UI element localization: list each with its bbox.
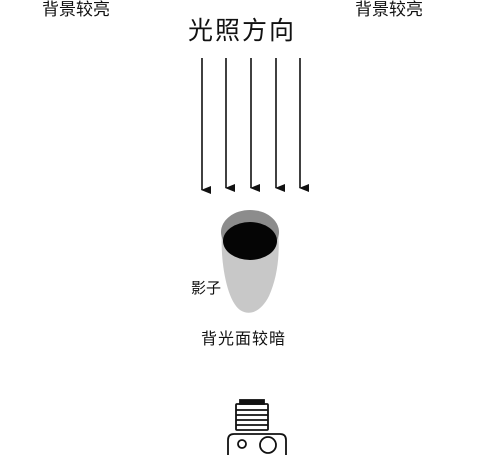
light-rays-icon: [201, 58, 309, 194]
background-right-label: 背景较亮: [355, 0, 423, 20]
backlit-side-label: 背光面较暗: [201, 329, 287, 348]
ball-lit-core: [223, 222, 277, 260]
shadow-label: 影子: [191, 279, 222, 297]
camera-icon: [227, 399, 287, 455]
light-direction-title: 光照方向: [188, 16, 297, 45]
background-left-label: 背景较亮: [42, 0, 110, 20]
ball-with-shadow-icon: [221, 210, 279, 313]
